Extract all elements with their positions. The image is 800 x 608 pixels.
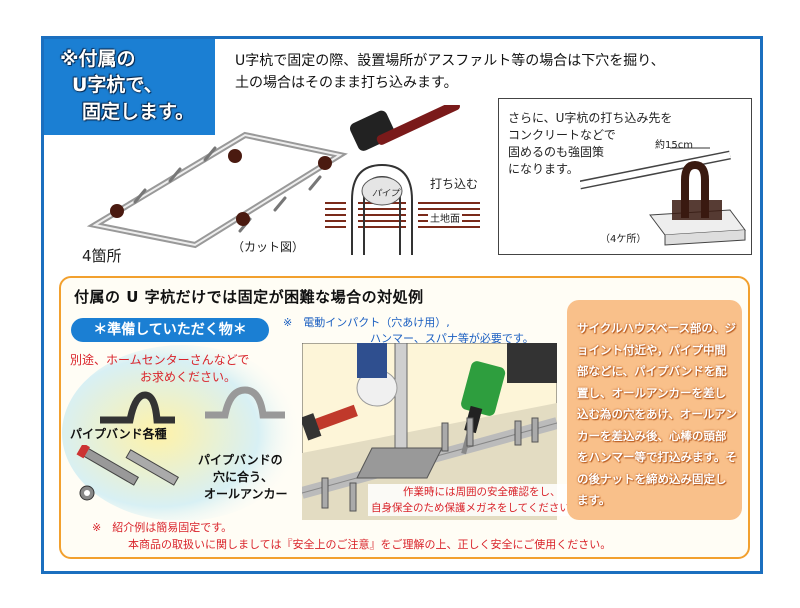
alternative-method-heading: 付属の U 字杭だけでは固定が困難な場合の対処例: [74, 288, 424, 306]
anchor-note: パイプバンドの 穴に合う、 オールアンカー: [198, 452, 288, 503]
title-line-3: 固定します。: [82, 101, 195, 123]
anchor-line-2: 穴に合う、: [213, 470, 274, 484]
anchor-line-3: オールアンカー: [204, 487, 288, 501]
example-note: ※ 紹介例は簡易固定です。: [92, 521, 233, 534]
instruction-panel: [567, 300, 742, 520]
anchor-line-1: パイプバンドの: [198, 453, 283, 467]
concrete-note-line-2: コンクリートなどで: [508, 128, 616, 142]
title-line-2: U字杭で、: [72, 74, 163, 96]
hammer-label: 打ち込む: [430, 177, 479, 191]
prep-items-label: ＊準備していただく物＊: [71, 318, 269, 342]
pipe-label: パイプ: [372, 189, 400, 199]
dimension-label: 約15cm: [655, 140, 693, 151]
safety-line-2: 自身保全のため保護メガネをしてください。: [371, 502, 581, 514]
concrete-note-line-3: 固めるのも強固策: [508, 145, 605, 159]
instruction-text: サイクルハウスベース部の、ジョイント付近や，パイプ中間部などに、パイプバンドを配…: [577, 321, 737, 507]
intro-line-1: U字杭で固定の際、設置場所がアスファルト等の場合は下穴を掘り、: [235, 53, 665, 69]
concrete-count-label: （4ケ所）: [600, 234, 647, 245]
concrete-note-line-1: さらに、U字杭の打ち込み先を: [508, 111, 673, 125]
count-label-4: 4箇所: [82, 247, 122, 265]
concrete-note-line-4: になります。: [508, 162, 579, 176]
buy-note-line-2: お求めください。: [140, 370, 237, 384]
ground-label: 土地面: [428, 210, 462, 225]
tools-note-line-1: ※ 電動インパクト（穴あけ用）,: [283, 316, 450, 329]
safety-line-1: 作業時には周囲の安全確認をし、: [403, 486, 561, 498]
tools-note-line-2: ハンマー、スパナ等が必要です。: [370, 332, 534, 345]
intro-line-2: 土の場合はそのまま打ち込みます。: [235, 75, 458, 91]
safety-note: 作業時には周囲の安全確認をし、 自身保全のため保護メガネをしてください。: [368, 484, 584, 516]
cut-view-label: （カット図）: [232, 240, 305, 254]
hammer-stake-illustration: [325, 105, 480, 255]
intro-text: U字杭で固定の際、設置場所がアスファルト等の場合は下穴を掘り、 土の場合はそのま…: [235, 50, 665, 94]
concrete-anchor-illustration: [580, 147, 746, 246]
title-line-1: ※付属の: [60, 48, 136, 70]
base-frame-illustration: [86, 131, 348, 249]
pipe-band-illustration: [100, 386, 285, 424]
pipe-band-label: パイプバンド各種: [70, 427, 167, 441]
anchor-bolt-illustration: [76, 445, 179, 501]
buy-note-line-1: 別途、ホームセンターさんなどで: [70, 353, 250, 367]
concrete-note-text: さらに、U字杭の打ち込み先を コンクリートなどで 固めるのも強固策 になります。: [508, 110, 672, 178]
safety-footer: 本商品の取扱いに関しましては『安全上のご注意』をご理解の上、正しく安全にご使用く…: [128, 538, 612, 551]
title-box: [44, 39, 215, 135]
